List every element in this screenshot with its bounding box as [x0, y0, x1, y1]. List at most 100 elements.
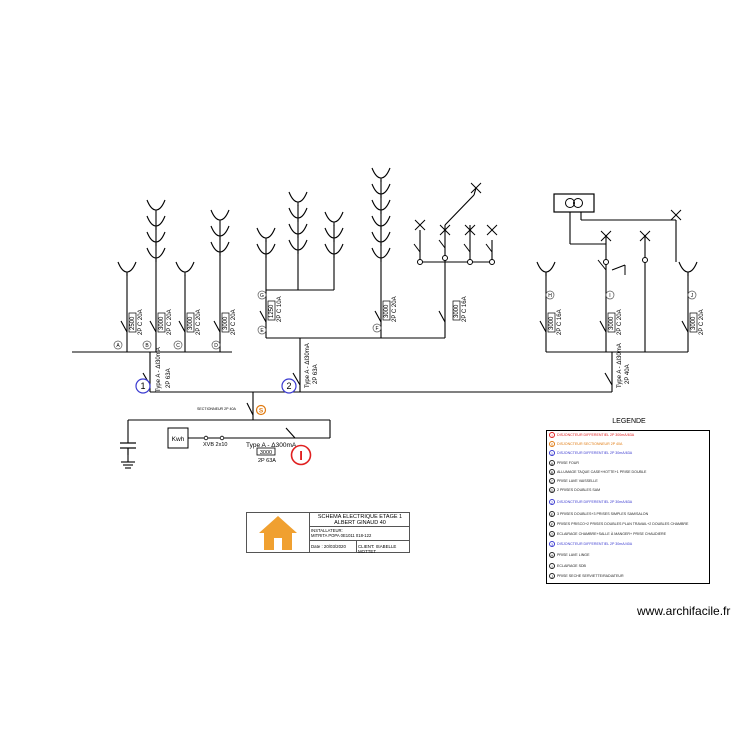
- legend-text: DISJONCTEUR DIFFERENTIEL 2P 300mA/63A: [557, 433, 635, 437]
- circuit-label-f: F: [375, 326, 378, 332]
- breaker-e-power: 1250: [269, 304, 275, 318]
- legend-mark: G: [549, 531, 555, 537]
- legend-text: 2 PRISES DOUBLES SAM: [557, 488, 601, 492]
- house-logo-icon: [247, 513, 310, 552]
- drawing-date: Date : 20/03/2020: [311, 544, 346, 549]
- circuit-markers: A B C D E F H I J G: [113, 290, 697, 350]
- breaker-i-rating: 2P C 20A: [617, 309, 623, 335]
- installer-info: INSTALLATEUR: MITRITA POPA 0E1011 018-12…: [311, 528, 371, 538]
- legend-text: PRISE FOUR: [557, 461, 579, 465]
- title-line-2: ALBERT GINAUD 40: [334, 520, 386, 526]
- legend-text: DISJONCTEUR DIFFERENTIEL 2P 30mA/63A: [557, 451, 633, 455]
- legend-text: PRISES PRISCO+2 PRISES DOUBLES PLAN TRAV…: [557, 522, 689, 526]
- breaker-a-rating: 2P C 20A: [138, 309, 144, 335]
- legend-mark: F: [549, 521, 555, 527]
- breaker-i-power: 3000: [609, 316, 615, 330]
- meter-label: Kwh: [172, 436, 185, 443]
- breaker-b-power: 3000: [159, 316, 165, 330]
- legend-text: PRISE SECHE SERVIETTE/RADIATEUR: [557, 574, 624, 578]
- breaker-h-power: 3000: [549, 316, 555, 330]
- rcd3-rating: 2P 40A: [625, 364, 631, 384]
- circuit-label-h: H: [548, 293, 552, 299]
- rcd3-type: Type A - ΔI30mA: [617, 343, 623, 388]
- breaker-g-rating: 2P C 16A: [462, 296, 468, 322]
- breaker-j-power: 3000: [691, 316, 697, 330]
- title-block: SCHEMA ELECTRIQUE ETAGE 1 ALBERT GINAUD …: [246, 512, 410, 554]
- legend-text: DISJONCTEUR DIFFERENTIEL 2P 30mA/40A: [557, 542, 633, 546]
- rcd2-type: Type A - ΔI30mA: [305, 343, 311, 388]
- legend-text: PRISE LAVE LINGE: [557, 553, 590, 557]
- breaker-c-power: 3000: [188, 316, 194, 330]
- legend-text: ECLAIRAGE SDB: [557, 564, 586, 568]
- legend-mark: I: [549, 563, 555, 569]
- rcd-markers: 1 2: [135, 378, 297, 394]
- client-name: CLIENT: ISABELLE MOTTET: [358, 544, 397, 554]
- circuit-label-g: G: [260, 293, 264, 299]
- legend-mark: B: [549, 469, 555, 475]
- circuit-label-j: J: [691, 293, 694, 299]
- legend-text: 3 PRISES DOUBLES+3 PRISES SIMPLES SAM/SA…: [557, 512, 649, 516]
- legend-mark: J: [549, 573, 555, 579]
- circuit-label-d: D: [214, 343, 218, 349]
- main-breaker-marker: I: [299, 448, 303, 463]
- breaker-b-rating: 2P C 20A: [167, 309, 173, 335]
- breaker-j-rating: 2P C 20A: [699, 309, 705, 335]
- watermark: www.archifacile.fr: [637, 604, 731, 618]
- breaker-d-power: 3000: [223, 316, 229, 330]
- main-breaker-value: 3000: [260, 450, 272, 456]
- breaker-a-power: 2500: [130, 316, 136, 330]
- title-line-1: SCHEMA ELECTRIQUE ETAGE 1: [317, 514, 403, 520]
- legend-mark: S: [549, 441, 555, 447]
- circuit-label-b: B: [145, 343, 149, 349]
- legend-mark: A: [549, 460, 555, 466]
- legend-text: DISJONCTEUR DIFFERENTIEL 2P 30mA/63A: [557, 500, 633, 504]
- legend-mark: E: [549, 511, 555, 517]
- breaker-e-rating: 2P C 10A: [277, 296, 283, 322]
- breaker-d-rating: 2P C 20A: [231, 309, 237, 335]
- legend-mark: 3: [549, 541, 555, 547]
- lamp-symbols: [414, 182, 682, 242]
- legend-text: ECLAIRAGE CHAMBRE+SALLE À MANGER+ PRISE …: [557, 532, 667, 536]
- installer-label: INSTALLATEUR:: [311, 528, 343, 533]
- legend-mark: 1: [549, 450, 555, 456]
- circuit-label-a: A: [116, 343, 120, 349]
- circuit-label-i: I: [609, 293, 610, 299]
- circuit-label-e: E: [260, 328, 264, 334]
- breaker-f-power: 3000: [384, 304, 390, 318]
- legend-text: DISJONCTEUR SECTIONNEUR 2P 40A: [557, 442, 623, 446]
- rcd-marker-1: 1: [140, 381, 145, 391]
- circuit-label-c: C: [176, 343, 180, 349]
- rcd1-type: Type A - ΔI30mA: [156, 347, 162, 392]
- cable-label: XVB 2x10: [203, 442, 227, 448]
- legend-mark: I: [549, 432, 555, 438]
- breaker-h-rating: 2P C 16A: [557, 309, 563, 335]
- legend-mark: 2: [549, 499, 555, 505]
- switch-label: SECTIONNEUR 2P 40A: [197, 407, 236, 411]
- drawing-title: SCHEMA ELECTRIQUE ETAGE 1 ALBERT GINAUD …: [311, 514, 409, 526]
- main-breaker-rating: 2P 63A: [258, 458, 276, 464]
- breaker-g-power: 3000: [454, 304, 460, 318]
- installer-value: MITRITA POPA 0E1011 018-122: [311, 533, 372, 538]
- main-breaker-type: Type A - Δ300mA: [246, 442, 297, 449]
- legend-text: ALLUMAGE TAQUE CASE+HOTTE+1 PRISE DOUBLE: [557, 470, 647, 474]
- legend-mark: C: [549, 478, 555, 484]
- legend-mark: H: [549, 552, 555, 558]
- legend-mark: D: [549, 487, 555, 493]
